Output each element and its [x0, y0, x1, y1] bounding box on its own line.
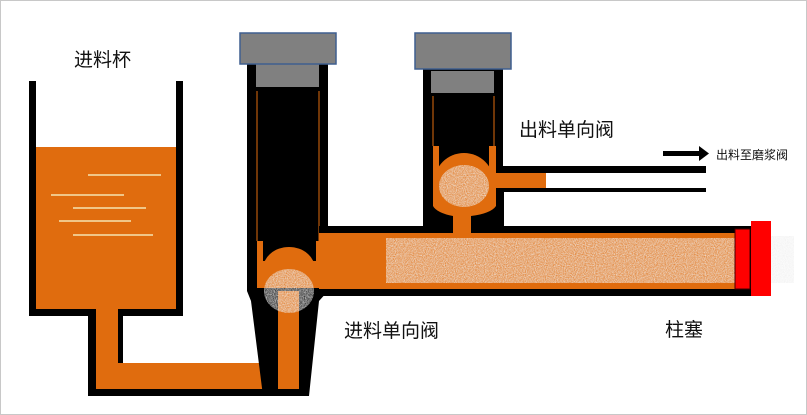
outlet-arrow-icon — [663, 146, 709, 161]
feed-cup — [29, 81, 306, 396]
plunger-barrel — [319, 221, 794, 296]
inlet-piston-gray — [256, 64, 319, 87]
inlet-cap — [239, 32, 337, 65]
inlet-valve-cylinder — [239, 32, 337, 396]
outlet-valve-cylinder — [414, 32, 713, 233]
outlet-pipe-slurry — [496, 173, 546, 188]
outlet-cap — [414, 32, 512, 70]
plunger-head — [751, 221, 771, 296]
liquid-lines — [51, 174, 161, 236]
outlet-check-valve-label: 出料单向阀 — [519, 119, 615, 141]
slurry-in-cup — [36, 147, 176, 309]
inlet-check-valve-label: 进料单向阀 — [344, 320, 440, 342]
plunger-seal — [734, 228, 751, 290]
feed-cup-label: 进料杯 — [74, 49, 132, 71]
outlet-piston-gray — [431, 71, 494, 93]
plunger-rod — [386, 238, 736, 283]
inlet-ball — [264, 269, 314, 313]
plunger-label: 柱塞 — [665, 319, 704, 341]
outlet-ball — [439, 165, 489, 207]
outlet-destination-label: 出料至磨浆阀 — [716, 148, 789, 162]
plunger-extension — [771, 236, 794, 283]
